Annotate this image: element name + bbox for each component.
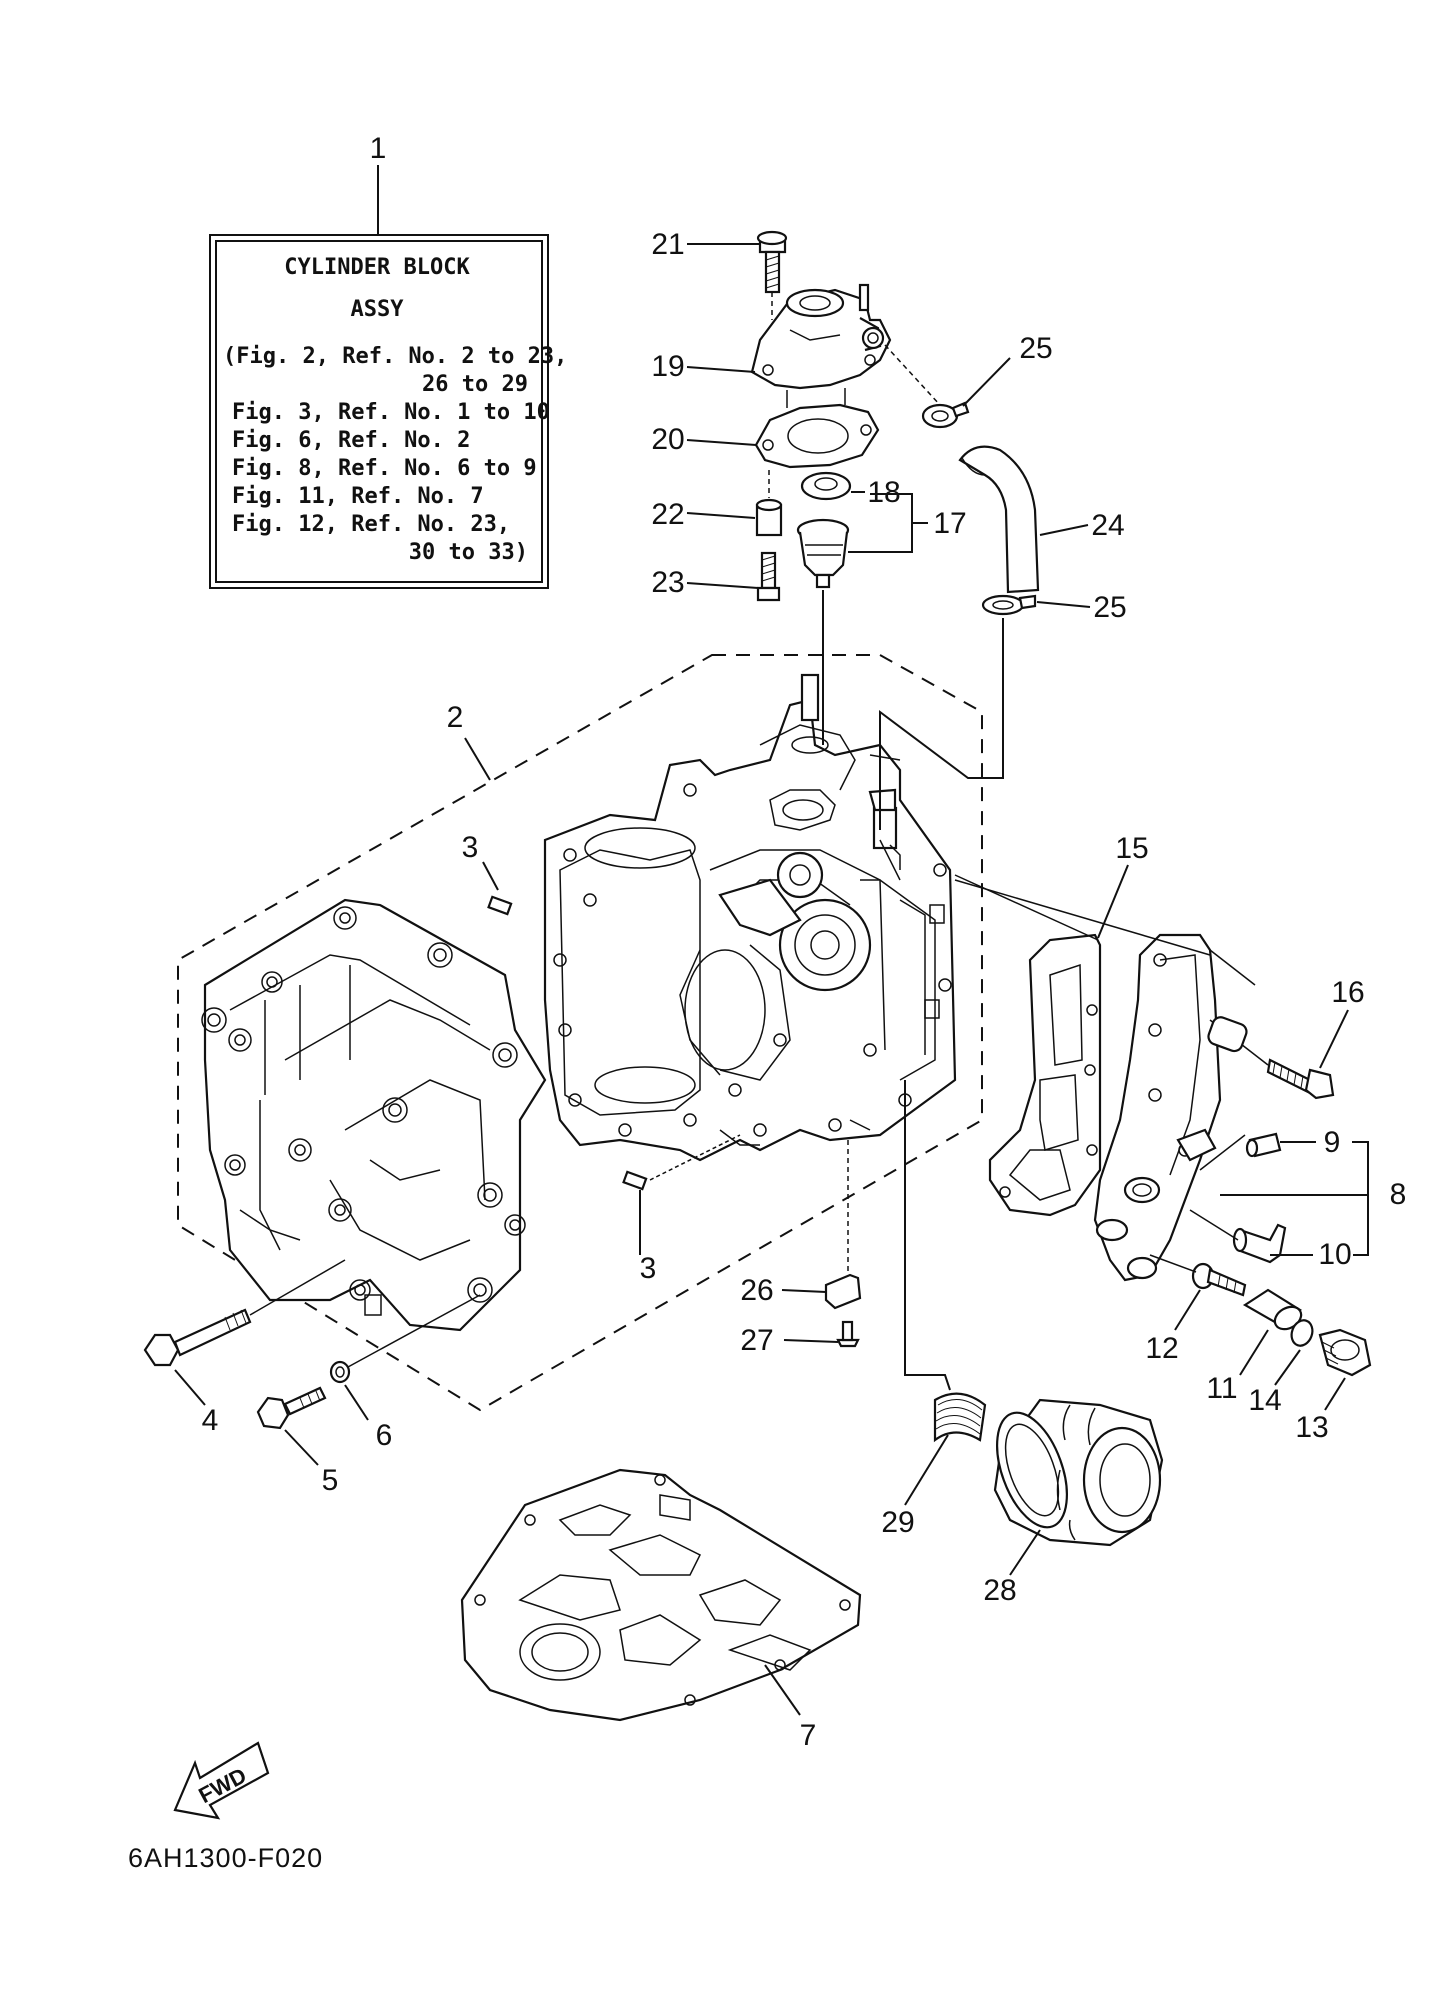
callout-21: 21 bbox=[651, 228, 684, 261]
clip-26 bbox=[824, 1273, 862, 1310]
box-title-line-2: ASSY bbox=[351, 297, 405, 322]
box-ref-line-8: 30 to 33) bbox=[409, 540, 528, 565]
callout-23: 23 bbox=[651, 566, 684, 599]
sleeve-11 bbox=[1242, 1288, 1303, 1331]
spring-29 bbox=[933, 1392, 987, 1443]
callout-16: 16 bbox=[1331, 976, 1364, 1009]
bolt-21 bbox=[756, 230, 788, 294]
callout-27: 27 bbox=[740, 1324, 773, 1357]
callout-3-lower: 3 bbox=[640, 1252, 657, 1285]
dowel-pin-upper bbox=[487, 895, 513, 916]
screw-23 bbox=[756, 551, 781, 602]
bolt-12 bbox=[1191, 1262, 1247, 1297]
callout-25-lower: 25 bbox=[1093, 591, 1126, 624]
callout-3-upper: 3 bbox=[462, 831, 479, 864]
gasket-15 bbox=[988, 933, 1102, 1217]
hose-24 bbox=[958, 445, 1040, 594]
callout-20: 20 bbox=[651, 423, 684, 456]
callout-12: 12 bbox=[1145, 1332, 1178, 1365]
callout-14: 14 bbox=[1248, 1384, 1281, 1417]
thermostat-cover-19 bbox=[750, 283, 892, 390]
callout-6: 6 bbox=[376, 1419, 393, 1452]
spacer-22 bbox=[755, 498, 783, 537]
oil-filter-28 bbox=[993, 1398, 1164, 1547]
callout-19: 19 bbox=[651, 350, 684, 383]
elbow-10 bbox=[1232, 1223, 1287, 1264]
box-ref-line-6: Fig. 11, Ref. No. 7 bbox=[232, 484, 484, 509]
callout-26: 26 bbox=[740, 1274, 773, 1307]
clamp-25-lower bbox=[981, 594, 1037, 616]
callout-11: 11 bbox=[1206, 1372, 1237, 1405]
cylinder-block bbox=[543, 673, 957, 1162]
callout-2: 2 bbox=[447, 701, 464, 734]
nipple-9 bbox=[1245, 1132, 1282, 1158]
box-ref-line-1: (Fig. 2, Ref. No. 2 to 23, bbox=[223, 344, 567, 369]
clamp-25-upper bbox=[921, 401, 970, 429]
callout-1: 1 bbox=[370, 132, 387, 165]
thermostat-17 bbox=[796, 518, 850, 589]
box-ref-line-7: Fig. 12, Ref. No. 23, bbox=[232, 512, 510, 537]
callout-8: 8 bbox=[1390, 1178, 1407, 1211]
box-ref-line-4: Fig. 6, Ref. No. 2 bbox=[232, 428, 470, 453]
screw-27 bbox=[836, 1320, 860, 1348]
callout-10: 10 bbox=[1318, 1238, 1351, 1271]
callout-15: 15 bbox=[1115, 832, 1148, 865]
callout-22: 22 bbox=[651, 498, 684, 531]
callout-25-upper: 25 bbox=[1019, 332, 1052, 365]
bolt-4 bbox=[143, 1308, 252, 1367]
box-ref-line-3: Fig. 3, Ref. No. 1 to 10 bbox=[232, 400, 550, 425]
bolt-16 bbox=[1266, 1058, 1335, 1100]
callout-24: 24 bbox=[1091, 509, 1124, 542]
bolt-5 bbox=[256, 1386, 327, 1430]
box-ref-line-2: 26 to 29 bbox=[422, 372, 528, 397]
callout-29: 29 bbox=[881, 1506, 914, 1539]
dowel-pin-lower bbox=[622, 1170, 648, 1191]
seal-18 bbox=[800, 471, 852, 501]
assembly-info-box: CYLINDER BLOCK ASSY (Fig. 2, Ref. No. 2 … bbox=[209, 234, 567, 589]
callout-5: 5 bbox=[322, 1464, 339, 1497]
washer-6 bbox=[329, 1360, 351, 1384]
callout-9: 9 bbox=[1324, 1126, 1341, 1159]
crankcase bbox=[201, 898, 547, 1332]
gasket-20 bbox=[754, 403, 880, 469]
fwd-arrow-icon: FWD bbox=[173, 1741, 270, 1820]
callout-13: 13 bbox=[1295, 1411, 1328, 1444]
o-ring-14 bbox=[1290, 1319, 1314, 1347]
callout-4: 4 bbox=[202, 1404, 219, 1437]
plug-13 bbox=[1318, 1328, 1372, 1377]
figure-code: 6AH1300-F020 bbox=[128, 1843, 324, 1873]
gasket-7 bbox=[460, 1468, 862, 1722]
callout-7: 7 bbox=[800, 1719, 817, 1752]
box-ref-line-5: Fig. 8, Ref. No. 6 to 9 bbox=[232, 456, 537, 481]
box-title-line-1: CYLINDER BLOCK bbox=[284, 255, 470, 280]
callout-17: 17 bbox=[933, 507, 966, 540]
callout-28: 28 bbox=[983, 1574, 1016, 1607]
cover-8 bbox=[1093, 933, 1222, 1282]
callout-18: 18 bbox=[867, 476, 900, 509]
